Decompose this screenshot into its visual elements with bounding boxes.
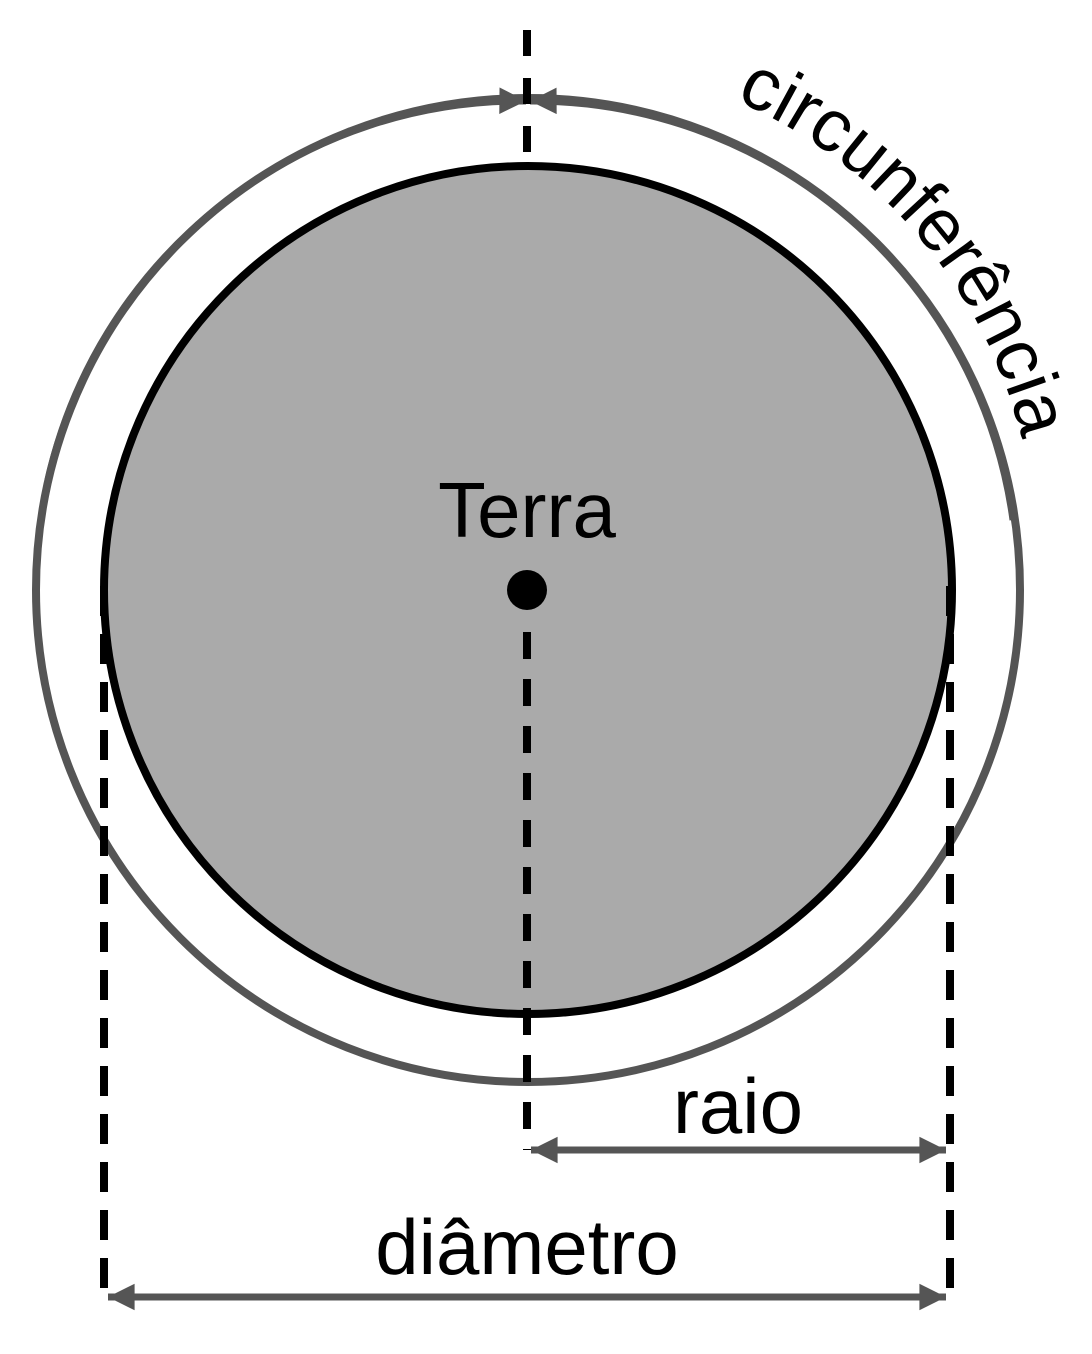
circumference-arrow-right bbox=[529, 87, 1017, 521]
radius-label: raio bbox=[673, 1062, 803, 1150]
center-dot bbox=[507, 570, 547, 610]
planet-label: Terra bbox=[438, 466, 616, 554]
circumference-arrow-left bbox=[44, 87, 527, 481]
diameter-label: diâmetro bbox=[375, 1203, 678, 1291]
